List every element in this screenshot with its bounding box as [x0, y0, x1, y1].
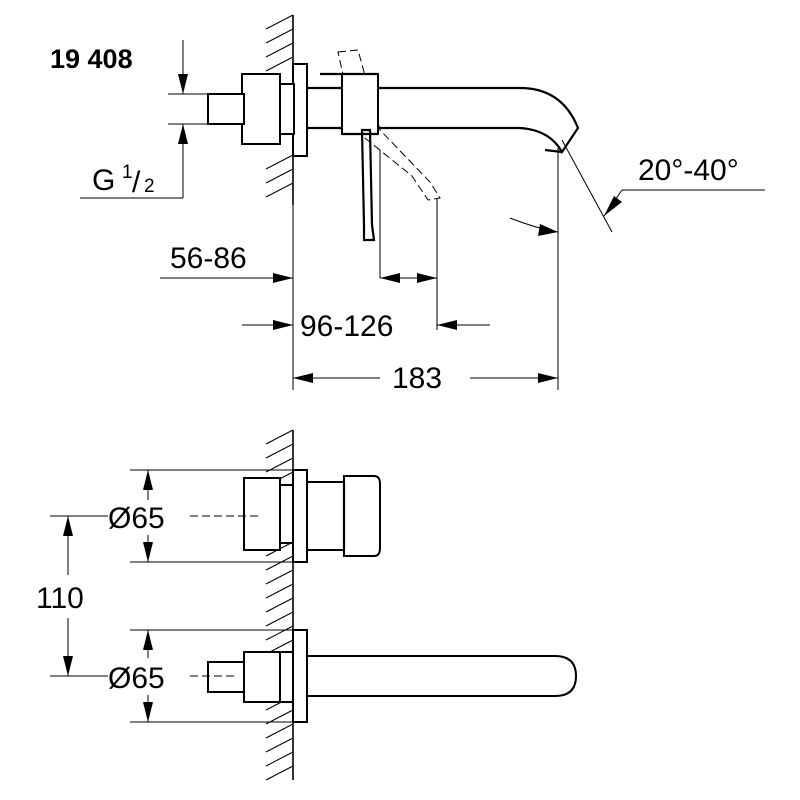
hatch-line — [265, 765, 294, 781]
hatch-line — [265, 569, 294, 585]
model-number: 19 408 — [50, 44, 133, 74]
dim-diameter-bottom: Ø65 — [108, 662, 165, 695]
mixer-body — [243, 477, 281, 551]
hatch-line — [265, 154, 294, 170]
pipe-connection — [207, 93, 245, 125]
hatch-line — [265, 625, 294, 641]
hatch-line — [265, 723, 294, 739]
hatch-line — [265, 751, 294, 767]
hatch-line — [265, 56, 294, 72]
handle-body — [341, 73, 379, 135]
hatch-line — [265, 42, 294, 58]
hatch-line — [265, 611, 294, 627]
svg-text:2: 2 — [144, 176, 155, 197]
rosette — [292, 63, 308, 157]
hatch-line — [265, 583, 294, 599]
hatch-line — [265, 597, 294, 613]
svg-text:1: 1 — [122, 162, 133, 183]
svg-text:G: G — [92, 164, 115, 197]
spout-rosette — [292, 629, 308, 723]
front-view: Ø65 110 Ø65 — [36, 429, 578, 781]
dim-diameter-top: Ø65 — [108, 502, 165, 535]
dim-spacing: 110 — [36, 582, 84, 615]
hatch-line — [265, 182, 294, 198]
hatch-line — [265, 14, 294, 30]
hatch-line — [265, 443, 294, 459]
dim-wall-depth: 56-86 — [170, 242, 247, 275]
lever-alt-position — [337, 49, 441, 201]
hatch-line — [265, 28, 294, 44]
side-view: 19 408 G 1 / 2 56-86 96-126 183 20°-40° — [50, 14, 765, 395]
thread-label: G 1 / 2 — [92, 162, 155, 199]
hatch-line — [265, 429, 294, 445]
svg-text:/: / — [132, 166, 141, 199]
hatch-line — [265, 555, 294, 571]
mounting-box — [241, 73, 281, 145]
hatch-line — [265, 168, 294, 184]
hatch-line — [265, 737, 294, 753]
lever — [360, 128, 376, 242]
spout — [308, 86, 580, 155]
dim-spout-length: 183 — [392, 362, 442, 395]
spout-top-view — [306, 655, 578, 697]
dim-lever-range: 96-126 — [300, 310, 393, 343]
dim-angle: 20°-40° — [638, 154, 739, 187]
